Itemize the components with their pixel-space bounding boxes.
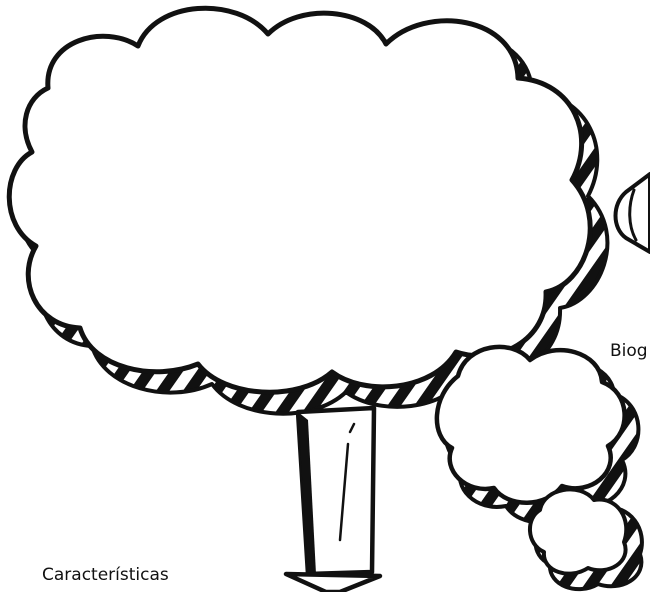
main-cloud-body: [9, 8, 590, 392]
pencil-tip: [616, 174, 650, 252]
small-cloud-body: [437, 347, 625, 503]
pencil-icon: [616, 174, 650, 252]
tiny-cloud-body: [530, 489, 626, 573]
tiny-cloud-icon: [530, 489, 642, 589]
arrow-head: [286, 574, 380, 592]
biografia-label: Biog: [610, 343, 648, 360]
caracteristicas-label: Características: [42, 567, 169, 584]
arrow-down-icon: [286, 408, 380, 592]
small-cloud-icon: [437, 347, 639, 522]
